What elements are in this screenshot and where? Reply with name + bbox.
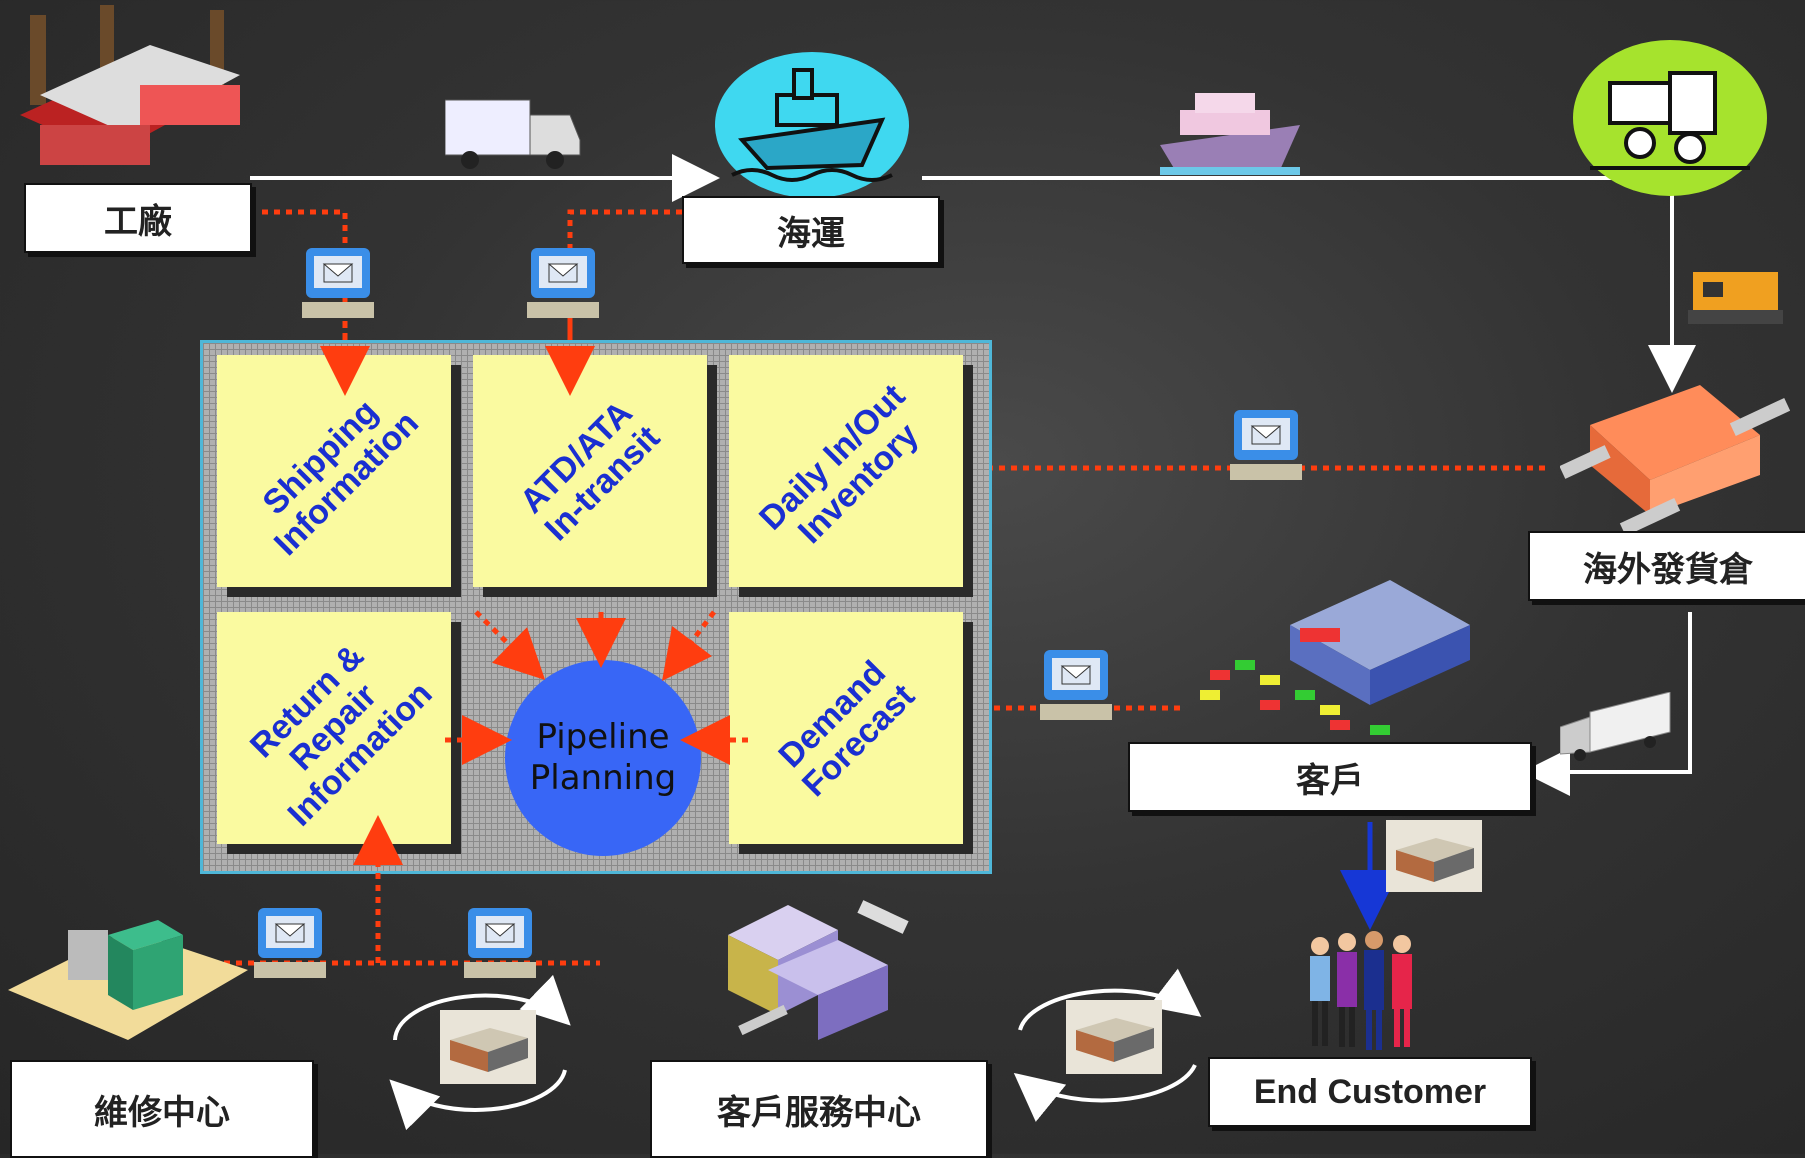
note-shipping-information: Shipping Information xyxy=(217,355,451,587)
note-atd-ata: ATD/ATA In-transit xyxy=(473,355,707,587)
delivery-truck-icon xyxy=(1560,692,1671,761)
note-return-repair: Return & Repair Information xyxy=(217,612,451,844)
pipeline-planning-node: Pipeline Planning xyxy=(505,660,701,856)
node-end-customer: End Customer xyxy=(1208,1057,1532,1127)
computer-mail-icon xyxy=(527,248,599,318)
computer-mail-icon xyxy=(254,908,326,978)
printer-icon-left xyxy=(440,1010,536,1084)
exchange-arrow-left-top xyxy=(393,974,571,1041)
factory-icon xyxy=(20,5,240,165)
computer-mail-icon xyxy=(302,248,374,318)
cruise-ship-icon xyxy=(1160,93,1300,175)
people-icon xyxy=(1310,931,1412,1050)
computer-mail-icon xyxy=(464,908,536,978)
flow-shipping-to-warehouse xyxy=(922,176,1696,393)
service-center-building-icon xyxy=(728,900,909,1040)
note-daily-inventory: Daily In/Out Inventory xyxy=(729,355,963,587)
node-overseas-warehouse: 海外發貨倉 xyxy=(1528,531,1805,601)
printer-icon-customer xyxy=(1386,820,1482,892)
exchange-arrow-right-bottom xyxy=(1013,1064,1197,1122)
repair-center-building-icon xyxy=(8,920,248,1040)
node-shipping: 海運 xyxy=(682,196,940,264)
note-demand-forecast: Demand Forecast xyxy=(729,612,963,844)
computer-mail-icon xyxy=(1040,650,1112,720)
note-demand-forecast-label: Demand Forecast xyxy=(771,653,923,805)
truck-icon xyxy=(445,99,581,169)
node-repair-center: 維修中心 xyxy=(10,1060,314,1158)
warehouse-icon xyxy=(1560,385,1790,535)
node-factory: 工廠 xyxy=(24,183,252,253)
flow-warehouse-to-customer xyxy=(1522,612,1692,796)
node-service-center: 客戶服務中心 xyxy=(650,1060,988,1158)
note-return-repair-label: Return & Repair Information xyxy=(242,636,440,834)
ship-badge-icon xyxy=(715,52,909,198)
exchange-arrow-left-bottom xyxy=(389,1069,567,1131)
store-icon xyxy=(1200,580,1470,735)
train-badge-icon xyxy=(1573,40,1767,196)
computer-mail-icon xyxy=(1230,410,1302,480)
printer-icon-right xyxy=(1066,1000,1162,1074)
info-shipping-to-atd-note xyxy=(545,209,682,395)
note-shipping-information-label: Shipping Information xyxy=(255,392,427,564)
note-atd-ata-label: ATD/ATA In-transit xyxy=(512,393,668,549)
note-daily-inventory-label: Daily In/Out Inventory xyxy=(752,377,927,552)
locomotive-icon xyxy=(1688,272,1783,324)
exchange-arrow-right-top xyxy=(1018,968,1202,1031)
node-customer: 客戶 xyxy=(1128,742,1532,812)
